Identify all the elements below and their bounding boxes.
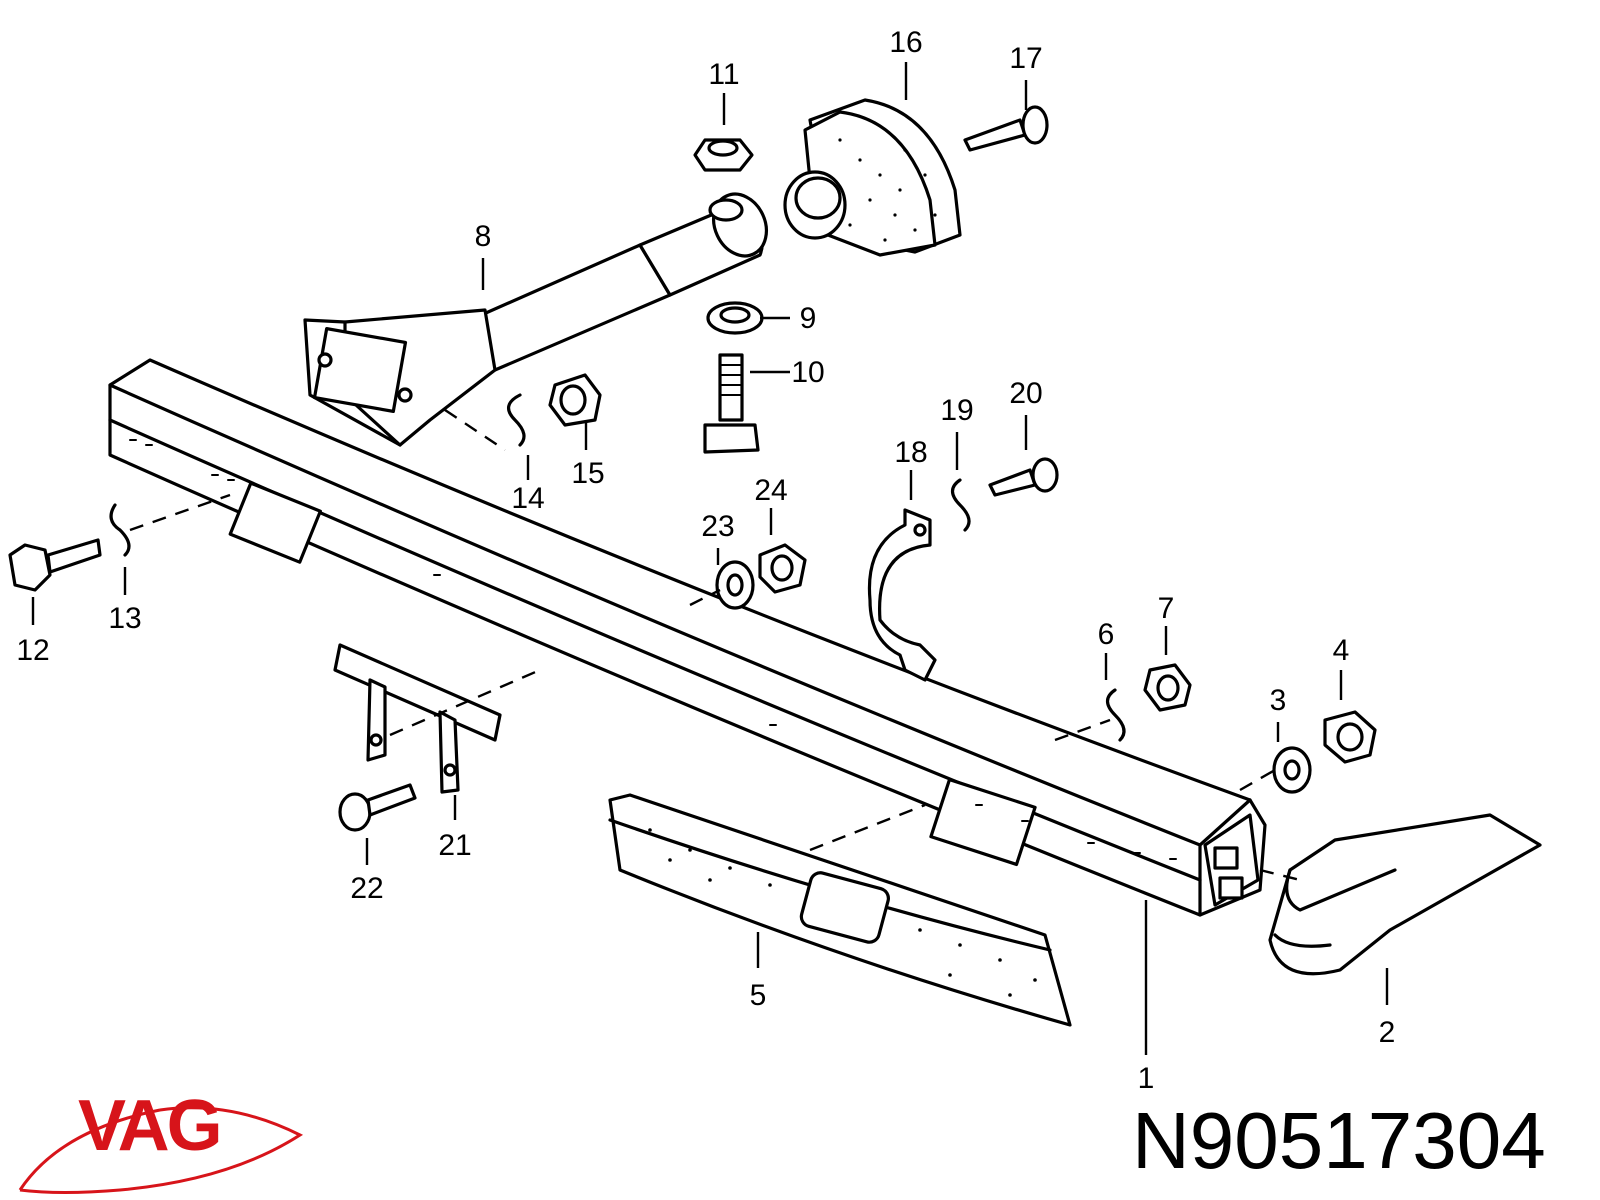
bumper-bar (108, 358, 1267, 917)
hardware (8, 105, 1377, 832)
callout-11: 11 (708, 58, 739, 91)
logo-text: VAG (78, 1086, 220, 1166)
callout-10: 10 (791, 356, 824, 389)
callout-4: 4 (1333, 634, 1350, 667)
callout-23: 23 (701, 510, 734, 543)
leader-lines (31, 62, 1389, 1055)
callout-12: 12 (16, 634, 49, 667)
callout-24: 24 (754, 474, 787, 507)
part-number: N90517304 (1132, 1096, 1546, 1185)
callout-16: 16 (889, 26, 922, 59)
callout-19: 19 (940, 394, 973, 427)
assembly-lines (129, 409, 1301, 882)
callout-5: 5 (750, 979, 767, 1012)
callout-labels: 1 2 3 4 5 6 7 8 9 10 11 12 13 14 15 16 1… (16, 26, 1395, 1095)
plate-bracket (333, 643, 502, 794)
callout-2: 2 (1379, 1016, 1396, 1049)
callout-15: 15 (571, 457, 604, 490)
callout-3: 3 (1270, 684, 1287, 717)
callout-1: 1 (1138, 1062, 1155, 1095)
callout-22: 22 (350, 872, 383, 905)
vag-logo: VAG (18, 1086, 304, 1194)
rubber-boot (783, 98, 962, 257)
trim-strip (608, 793, 1072, 1027)
callout-13: 13 (108, 602, 141, 635)
callout-14: 14 (511, 482, 544, 515)
callout-7: 7 (1158, 592, 1175, 625)
callout-20: 20 (1009, 377, 1042, 410)
end-cap (1268, 813, 1542, 976)
callout-17: 17 (1009, 42, 1042, 75)
pipe-clamp (867, 508, 937, 682)
callout-8: 8 (475, 220, 492, 253)
shock-absorber (303, 192, 768, 447)
callout-9: 9 (800, 302, 817, 335)
callout-6: 6 (1098, 618, 1115, 651)
callout-21: 21 (438, 829, 471, 862)
callout-18: 18 (894, 436, 927, 469)
